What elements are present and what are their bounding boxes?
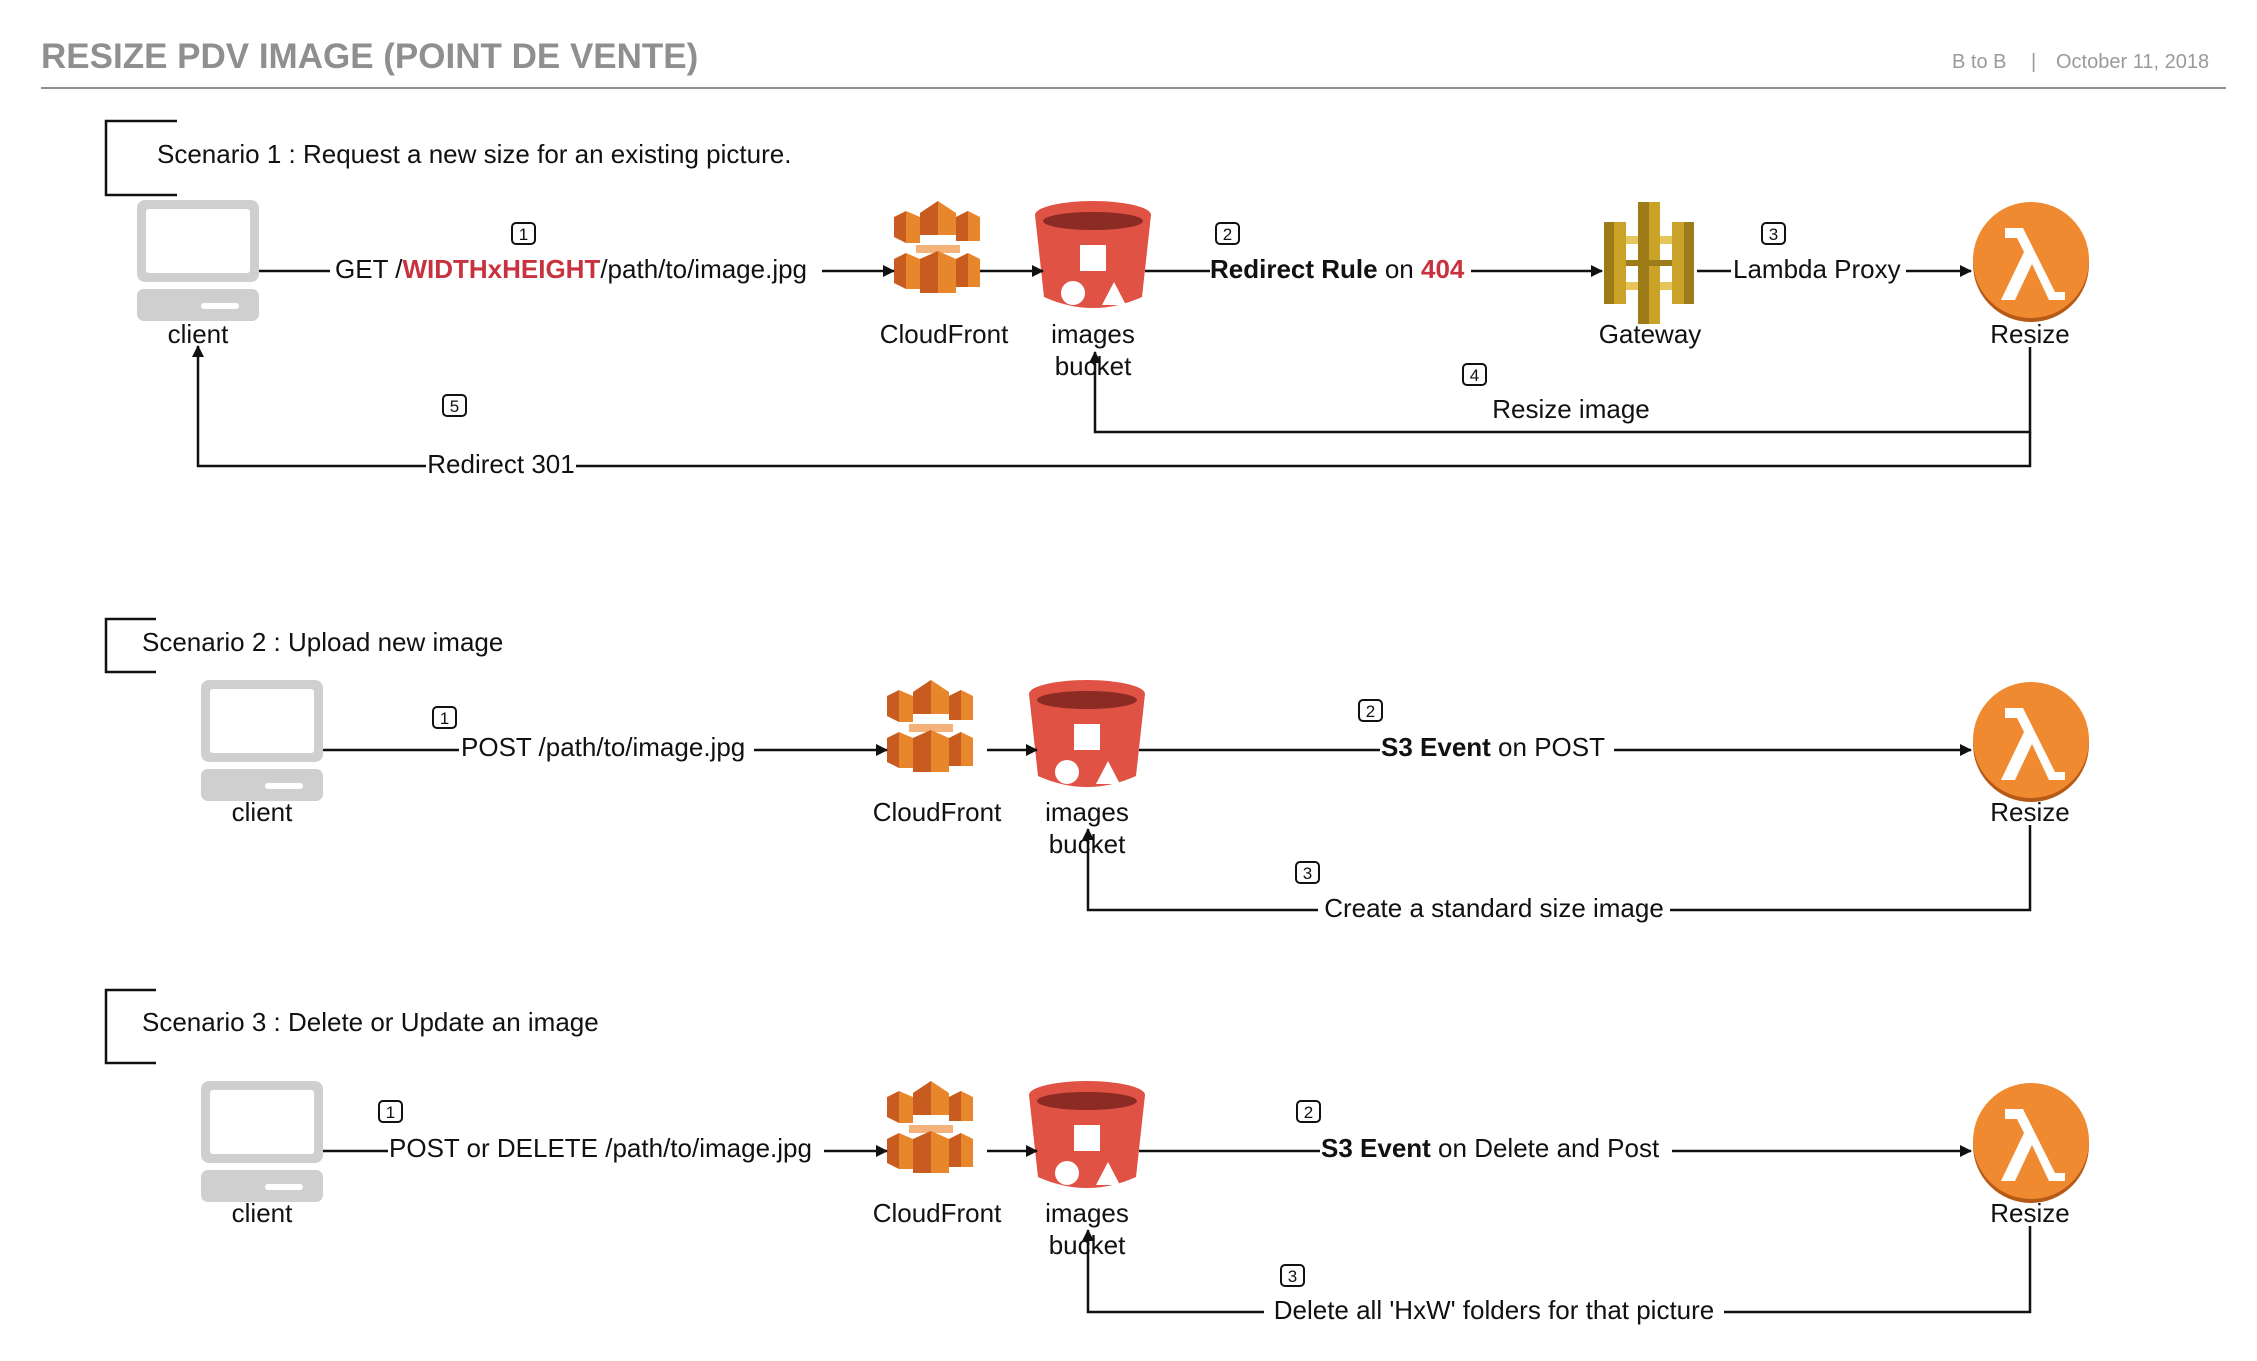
lambda-icon	[1973, 682, 2089, 802]
lambda-icon	[1973, 202, 2089, 322]
edge-label-create-standard: Create a standard size image	[1324, 893, 1664, 923]
bucket-label: images	[1045, 797, 1129, 827]
edge-label-s3-event: S3 Event on POST	[1381, 732, 1605, 762]
scenario1-heading: Scenario 1 : Request a new size for an e…	[157, 139, 791, 169]
edge-arrow-resize-image	[1089, 347, 2032, 434]
bucket-label: images	[1051, 319, 1135, 349]
step-number-badge	[1215, 222, 1240, 245]
client-label: client	[168, 319, 229, 349]
step-number-badge	[378, 1100, 403, 1123]
step-number-badge	[1280, 1264, 1305, 1287]
scenario2-heading: Scenario 2 : Upload new image	[142, 627, 503, 657]
edge-label-redirect-rule: Redirect Rule on 404	[1210, 254, 1465, 284]
laptop-icon	[137, 200, 259, 321]
step-number: 3	[1303, 864, 1312, 883]
cloudfront-icon	[894, 201, 980, 293]
step-number: 2	[1223, 225, 1232, 244]
edge-label-resize-image: Resize image	[1492, 394, 1650, 424]
lambda-icon	[1973, 1083, 2089, 1203]
step-number-badge	[1358, 699, 1383, 722]
header-separator: |	[2031, 51, 2036, 73]
cloudfront-label: CloudFront	[873, 797, 1002, 827]
resize-label: Resize	[1990, 319, 2069, 349]
step-number: 1	[440, 709, 449, 728]
step-number: 2	[1366, 702, 1375, 721]
client-label: client	[232, 1198, 293, 1228]
scenario3-heading: Scenario 3 : Delete or Update an image	[142, 1007, 599, 1037]
bucket-label: bucket	[1055, 351, 1132, 381]
edge-label-s3-event: S3 Event on Delete and Post	[1321, 1133, 1660, 1163]
edge-label-lambda-proxy: Lambda Proxy	[1733, 254, 1901, 284]
page-title: RESIZE PDV IMAGE (POINT DE VENTE)	[41, 37, 698, 76]
s3-bucket-icon	[1035, 201, 1151, 308]
scenario3-bracket	[104, 988, 156, 1065]
gateway-label: Gateway	[1599, 319, 1702, 349]
resize-label: Resize	[1990, 1198, 2069, 1228]
bucket-label: images	[1045, 1198, 1129, 1228]
edge-arrow-redirect	[192, 345, 2032, 468]
cloudfront-label: CloudFront	[873, 1198, 1002, 1228]
step-number-badge	[442, 394, 467, 417]
step-number: 3	[1769, 225, 1778, 244]
step-number-badge	[1761, 222, 1786, 245]
cloudfront-icon	[887, 1081, 973, 1173]
cloudfront-label: CloudFront	[880, 319, 1009, 349]
step-number: 5	[450, 397, 459, 416]
step-number-badge	[1462, 363, 1487, 386]
edge-label-post-delete: POST or DELETE /path/to/image.jpg	[389, 1133, 812, 1163]
api-gateway-icon	[1604, 202, 1694, 324]
step-number: 4	[1470, 366, 1479, 385]
step-number: 1	[386, 1103, 395, 1122]
resize-label: Resize	[1990, 797, 2069, 827]
edge-label-redirect-301: Redirect 301	[427, 449, 574, 479]
scenario2-bracket	[104, 617, 156, 674]
client-label: client	[232, 797, 293, 827]
laptop-icon	[201, 680, 323, 801]
step-number: 1	[519, 225, 528, 244]
s3-bucket-icon	[1029, 680, 1145, 787]
laptop-icon	[201, 1081, 323, 1202]
scenario1-bracket	[104, 119, 177, 197]
header-date: October 11, 2018	[2056, 51, 2209, 73]
step-number-badge	[511, 222, 536, 245]
step-number-badge	[432, 706, 457, 729]
edge-label-get-request: GET /WIDTHxHEIGHT/path/to/image.jpg	[335, 254, 807, 284]
step-number: 3	[1288, 1267, 1297, 1286]
cloudfront-icon	[887, 680, 973, 772]
step-number: 2	[1304, 1103, 1313, 1122]
header-subtitle: B to B	[1952, 51, 2006, 73]
edge-label-delete-folders: Delete all 'HxW' folders for that pictur…	[1274, 1295, 1715, 1325]
step-number-badge	[1296, 1100, 1321, 1123]
edge-label-post: POST /path/to/image.jpg	[461, 732, 745, 762]
s3-bucket-icon	[1029, 1081, 1145, 1188]
step-number-badge	[1295, 861, 1320, 884]
